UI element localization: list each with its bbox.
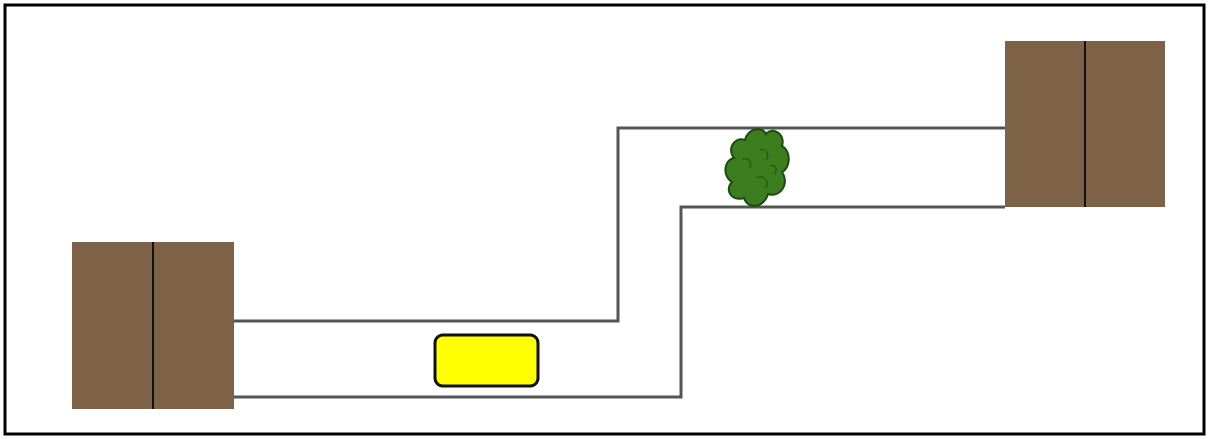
car-icon[interactable] xyxy=(435,335,538,386)
right-gate xyxy=(1005,41,1165,207)
left-gate xyxy=(72,242,234,409)
